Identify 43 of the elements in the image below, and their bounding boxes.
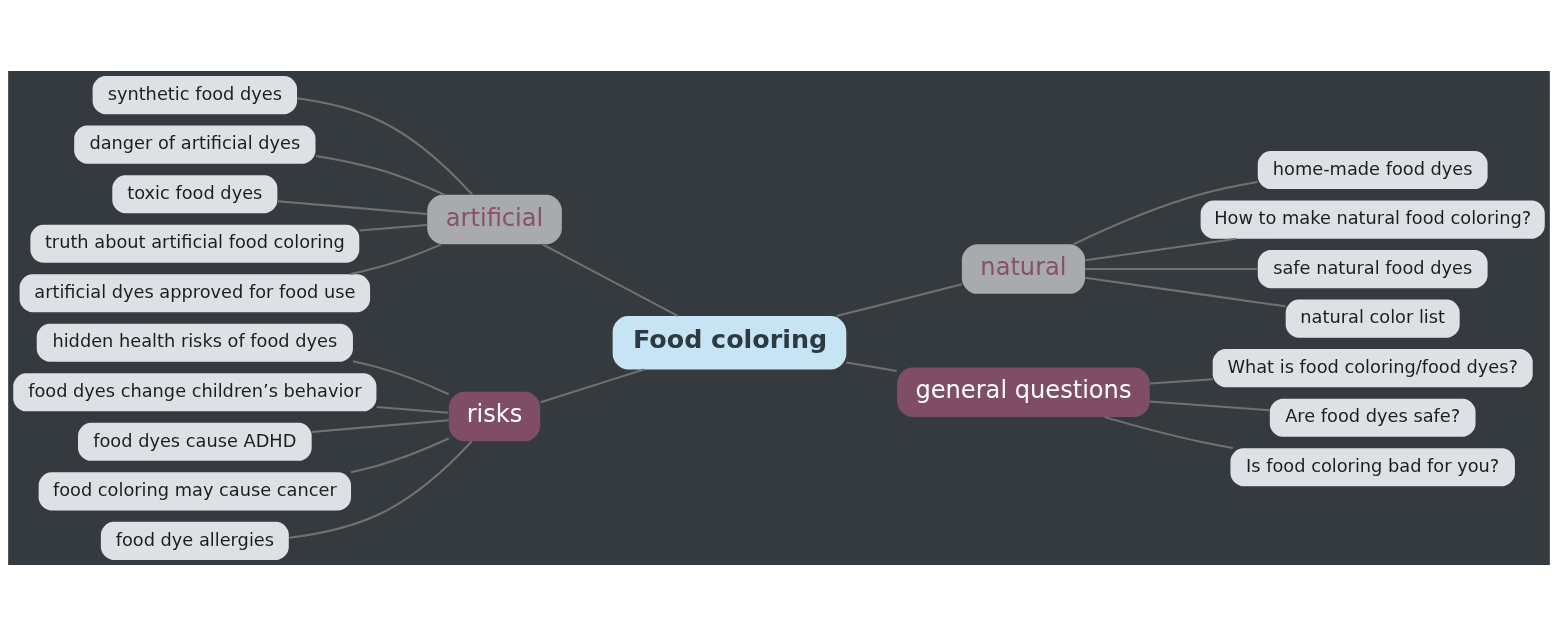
node-box: toxic food dyes [112,174,278,213]
node-box: food coloring may cause cancer [38,471,352,510]
node-box: food dyes cause ADHD [78,422,312,461]
connector [1085,267,1258,270]
connector [1104,415,1233,449]
connector [1149,377,1213,385]
node-box: natural color list [1285,299,1460,338]
node-box: food dyes change children’s behavior [13,372,377,411]
connector [1084,276,1286,307]
node-box: truth about artificial food coloring [30,224,360,263]
node-box: artificial dyes approved for food use [19,273,371,312]
node-box: Are food dyes safe? [1269,398,1476,437]
connector [1073,180,1258,245]
connector [540,367,645,403]
node-box: risks [448,391,541,441]
node-box: danger of artificial dyes [74,125,316,164]
node-box: synthetic food dyes [92,75,298,114]
connector [376,405,449,414]
connector [277,199,427,215]
connector [1085,237,1237,261]
node-box: home-made food dyes [1257,150,1488,189]
connector [352,359,450,395]
connector [350,437,450,473]
connector [846,360,897,372]
connector [297,96,474,195]
connector [1149,399,1270,411]
node-box: artificial [427,194,562,244]
connector [311,418,449,433]
node-box: food dye allergies [100,521,289,560]
node-box: Food coloring [612,315,847,369]
connector [359,223,428,231]
connector [315,154,445,196]
node-box: natural [961,243,1086,294]
connector [350,243,442,275]
connector [836,282,963,317]
node-box: Is food coloring bad for you? [1230,447,1515,486]
node-box: What is food coloring/food dyes? [1212,348,1533,387]
node-box: general questions [897,367,1150,417]
connector [542,243,679,317]
connector [289,440,473,539]
node-box: How to make natural food coloring? [1200,200,1545,239]
node-box: hidden health risks of food dyes [36,323,353,362]
node-box: safe natural food dyes [1257,249,1488,288]
